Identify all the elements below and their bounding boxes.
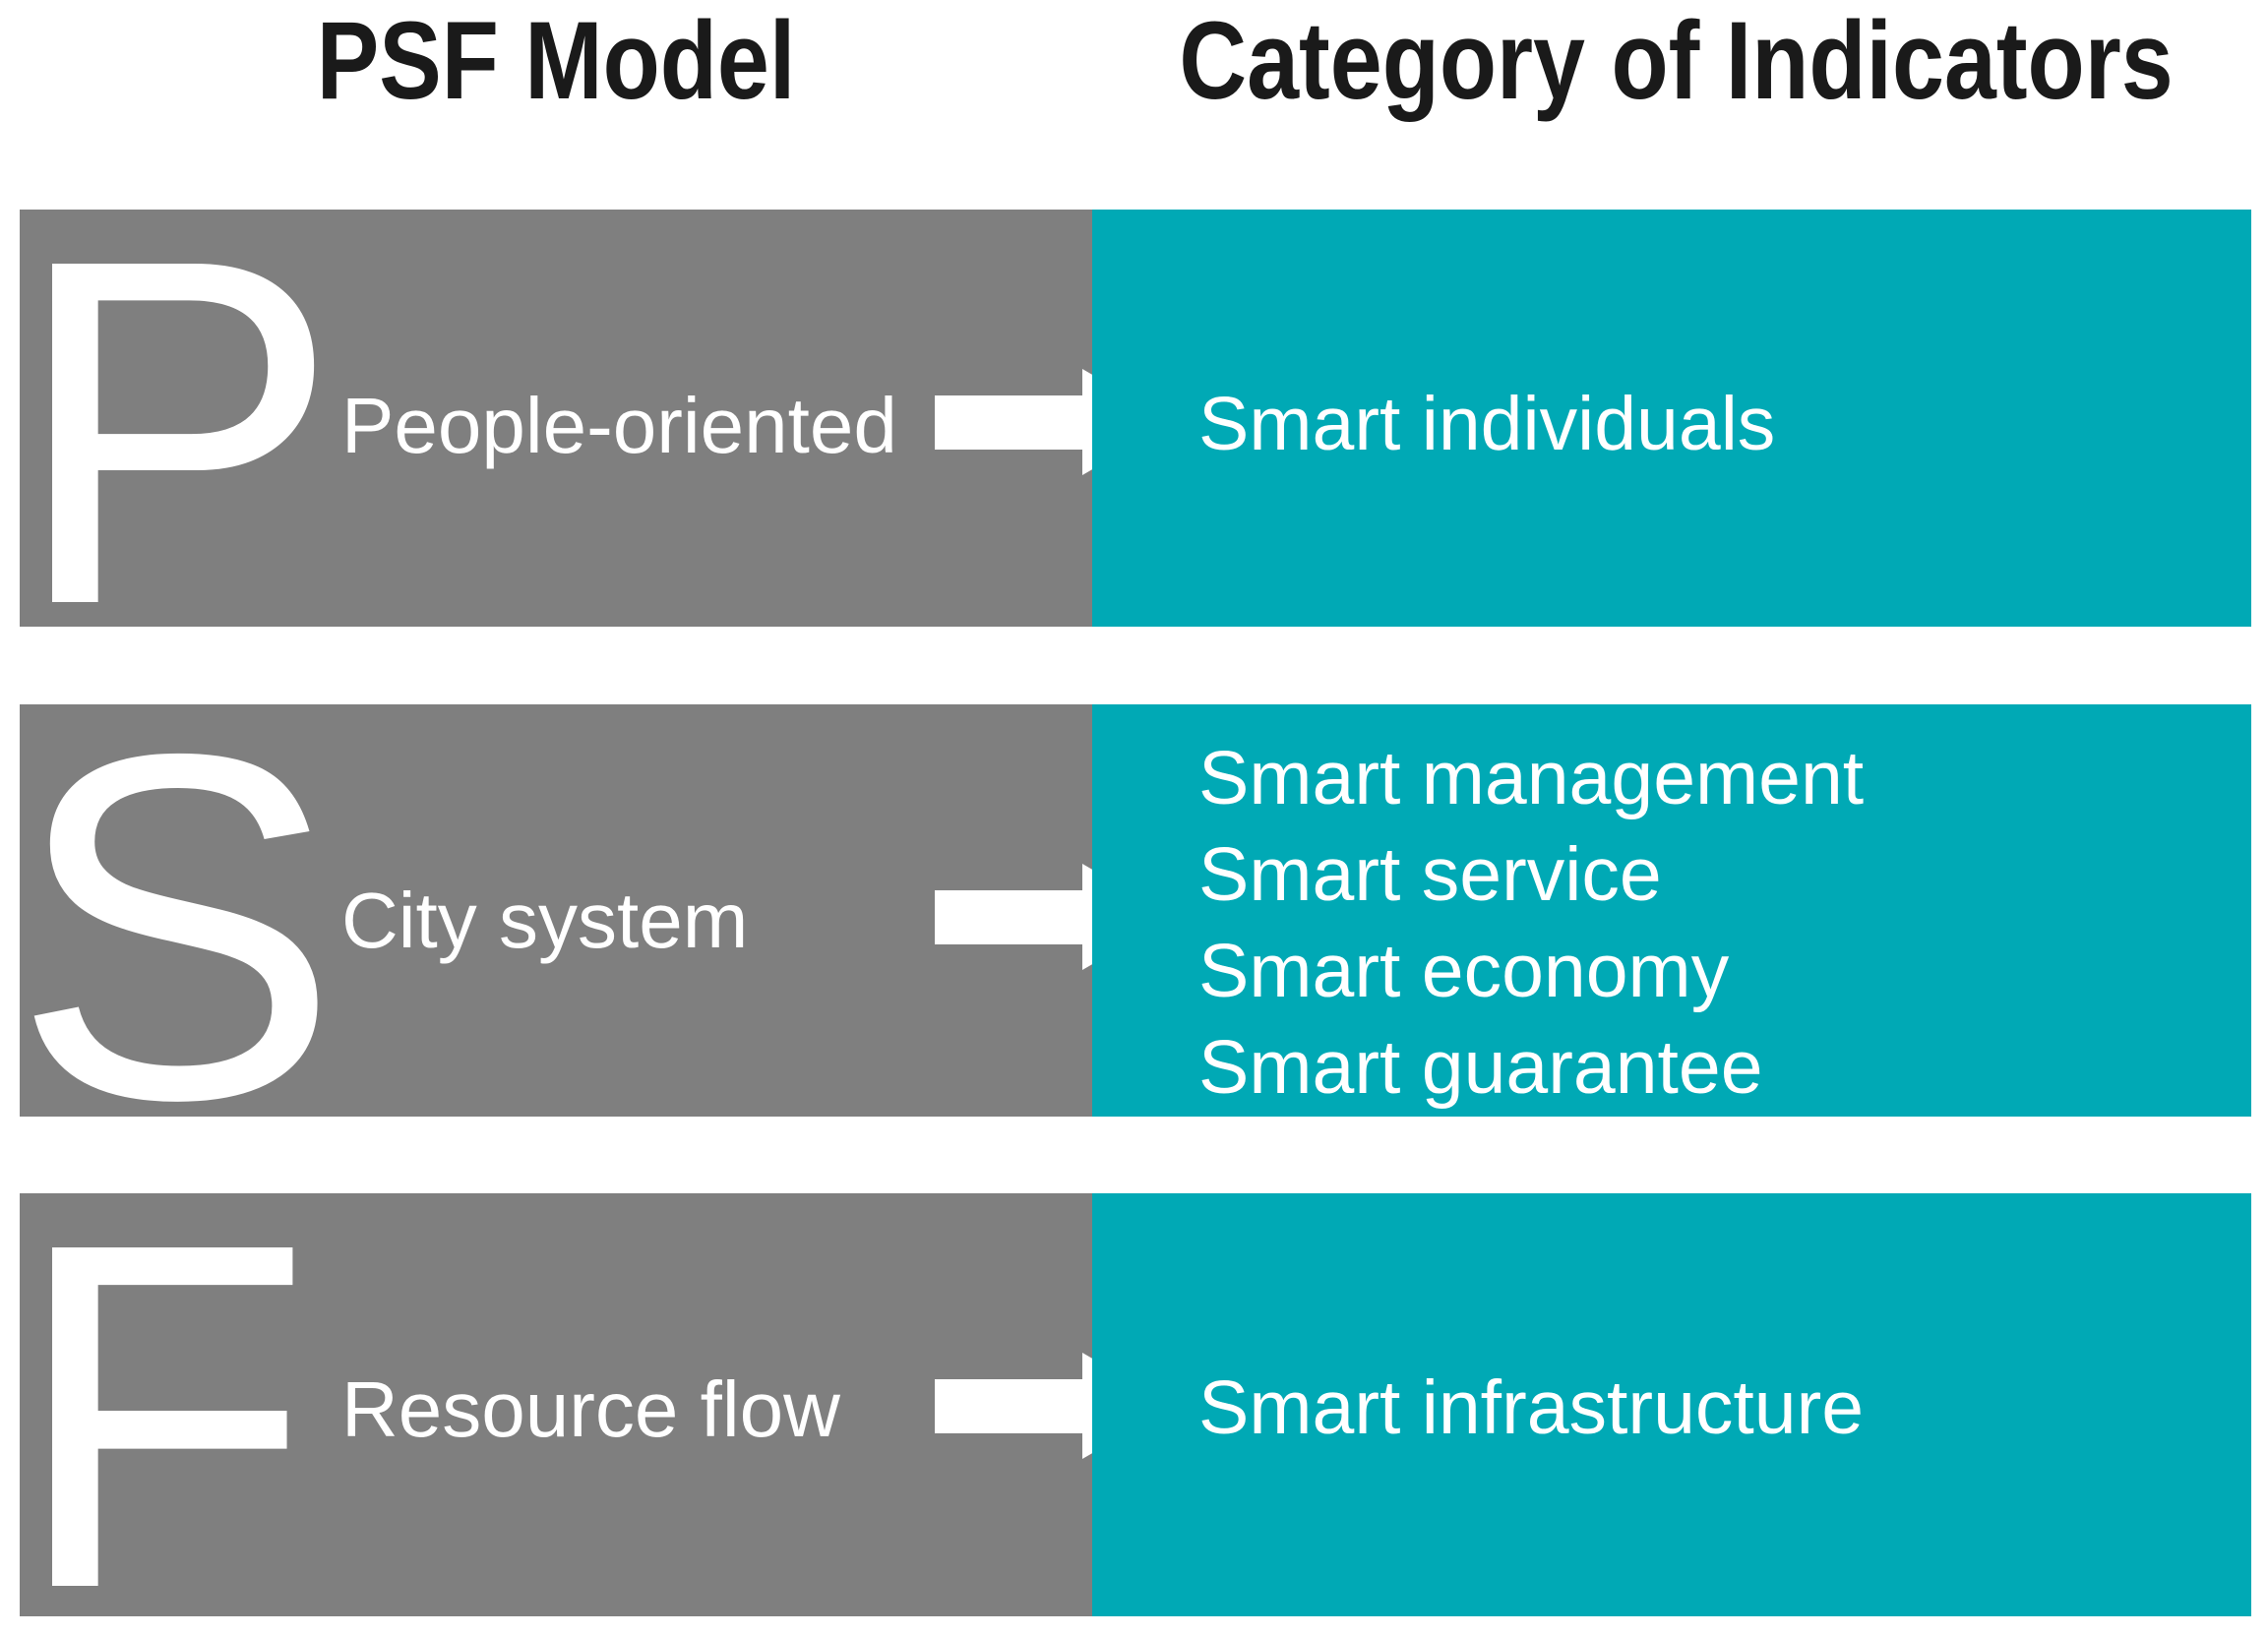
label-resource-flow: Resource flow	[341, 1365, 840, 1453]
indicator-smart-economy: Smart economy	[1198, 929, 1730, 1013]
indicator-smart-individuals: Smart individuals	[1198, 382, 1776, 466]
row-resource-flow-indicator-panel: Smart infrastructure	[1092, 1193, 2251, 1616]
column-header-psf-model: PSF Model	[316, 0, 796, 122]
row-city-system-indicator-panel: Smart management Smart service Smart eco…	[1092, 704, 2251, 1117]
big-letter-s: S	[12, 651, 340, 1201]
row-people-oriented-indicator-panel: Smart individuals	[1092, 210, 2251, 627]
indicator-smart-service: Smart service	[1198, 832, 1662, 917]
row-people-oriented-model-panel: P People-oriented	[12, 186, 1174, 678]
label-city-system: City system	[341, 877, 749, 964]
indicator-smart-guarantee: Smart guarantee	[1198, 1025, 1763, 1110]
label-people-oriented: People-oriented	[341, 382, 897, 469]
indicator-smart-infrastructure: Smart infrastructure	[1198, 1365, 1865, 1450]
column-header-category-of-indicators: Category of Indicators	[1179, 0, 2174, 122]
row-resource-flow-model-panel: F Resource flow	[12, 1170, 1174, 1636]
big-letter-p: P	[12, 156, 340, 706]
row-city-system-model-panel: S City system	[12, 681, 1174, 1173]
indicator-smart-management: Smart management	[1198, 736, 1865, 820]
big-letter-f: F	[12, 1140, 313, 1636]
